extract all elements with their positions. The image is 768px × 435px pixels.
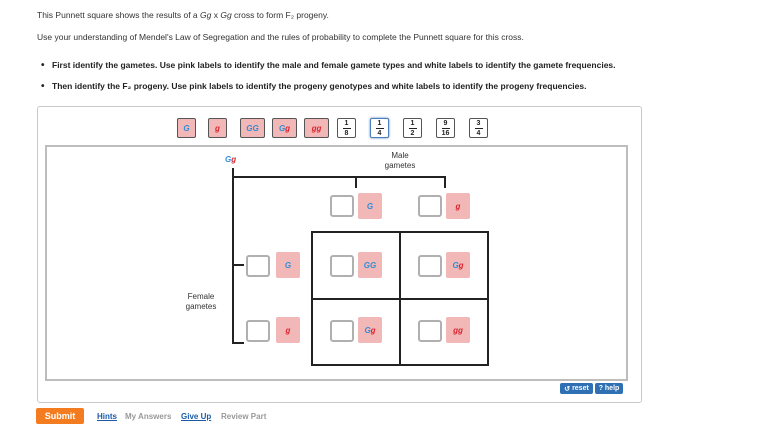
help-button[interactable]: ? help	[595, 383, 623, 394]
review-part-link[interactable]: Review Part	[221, 412, 267, 421]
fraction-denominator: 2	[410, 129, 415, 137]
reset-button[interactable]: ↺reset	[560, 383, 593, 394]
cross-parent-a: Gg	[200, 10, 212, 20]
cross-parent-b: Gg	[220, 10, 232, 20]
progeny-frequency-slot-3[interactable]	[330, 320, 354, 342]
progeny-frequency-slot-2[interactable]	[418, 255, 442, 277]
hints-link[interactable]: Hints	[97, 412, 117, 421]
fraction-numerator: 1	[377, 119, 382, 127]
instruction-bullet-2: Then identify the F₂ progeny. Use pink l…	[41, 81, 586, 92]
progeny-genotype-slot-4[interactable]: gg	[446, 317, 470, 343]
allele-dominant: G	[225, 155, 232, 164]
reset-label: reset	[572, 385, 589, 392]
grid-divider-horizontal	[311, 298, 489, 300]
fraction-denominator: 4	[377, 129, 382, 137]
female-gamete-type-slot-1[interactable]: G	[276, 252, 300, 278]
female-gamete-frequency-slot-2[interactable]	[246, 320, 270, 342]
reset-icon: ↺	[564, 385, 571, 393]
label-tile-G[interactable]: G	[177, 118, 196, 138]
allele-recessive: g	[370, 325, 376, 335]
label-tile-g[interactable]: g	[208, 118, 227, 138]
allele-recessive: g	[231, 155, 237, 164]
branch-line-male-2	[444, 176, 446, 188]
male-gametes-label: Male gametes	[384, 151, 416, 170]
branch-line-female-1	[232, 264, 244, 266]
progeny-genotype-slot-1[interactable]: GG	[358, 252, 382, 278]
female-gametes-label: Female gametes	[185, 292, 217, 311]
allele-dominant: G	[364, 325, 371, 335]
branch-line-main-vertical	[232, 168, 234, 344]
branch-line-male-horizontal	[232, 176, 446, 178]
intro-text-end: cross to form F₂ progeny.	[231, 10, 329, 20]
parent-genotype: Gg	[225, 155, 236, 164]
branch-line-male-1	[355, 176, 357, 188]
allele-recessive: g	[458, 260, 464, 270]
submit-button[interactable]: Submit	[36, 408, 84, 424]
female-gamete-type-slot-2[interactable]: g	[276, 317, 300, 343]
fraction-denominator: 16	[441, 129, 450, 137]
male-gamete-type-slot-2[interactable]: g	[446, 193, 470, 219]
allele-dominant: G	[278, 123, 286, 133]
my-answers-link[interactable]: My Answers	[125, 412, 172, 421]
label-tile-GG[interactable]: GG	[240, 118, 265, 138]
male-gamete-type-slot-1[interactable]: G	[358, 193, 382, 219]
fraction-numerator: 9	[443, 119, 448, 127]
fraction-numerator: 1	[410, 119, 415, 127]
intro-line-1: This Punnett square shows the results of…	[37, 10, 329, 20]
allele-dominant: G	[452, 260, 459, 270]
fraction-numerator: 1	[344, 119, 349, 127]
intro-text: This Punnett square shows the results of…	[37, 10, 201, 20]
allele-recessive: g	[285, 123, 291, 133]
instruction-bullet-1: First identify the gametes. Use pink lab…	[41, 60, 616, 71]
give-up-link[interactable]: Give Up	[181, 412, 212, 421]
label-tile-gg[interactable]: gg	[304, 118, 329, 138]
female-gamete-frequency-slot-1[interactable]	[246, 255, 270, 277]
cross-symbol: x	[211, 10, 221, 20]
progeny-frequency-slot-4[interactable]	[418, 320, 442, 342]
male-gamete-frequency-slot-2[interactable]	[418, 195, 442, 217]
intro-line-2: Use your understanding of Mendel's Law o…	[37, 32, 524, 42]
fraction-denominator: 4	[476, 129, 481, 137]
male-gamete-frequency-slot-1[interactable]	[330, 195, 354, 217]
branch-line-female-2	[232, 342, 244, 344]
fraction-numerator: 3	[476, 119, 481, 127]
progeny-frequency-slot-1[interactable]	[330, 255, 354, 277]
fraction-denominator: 8	[344, 129, 349, 137]
